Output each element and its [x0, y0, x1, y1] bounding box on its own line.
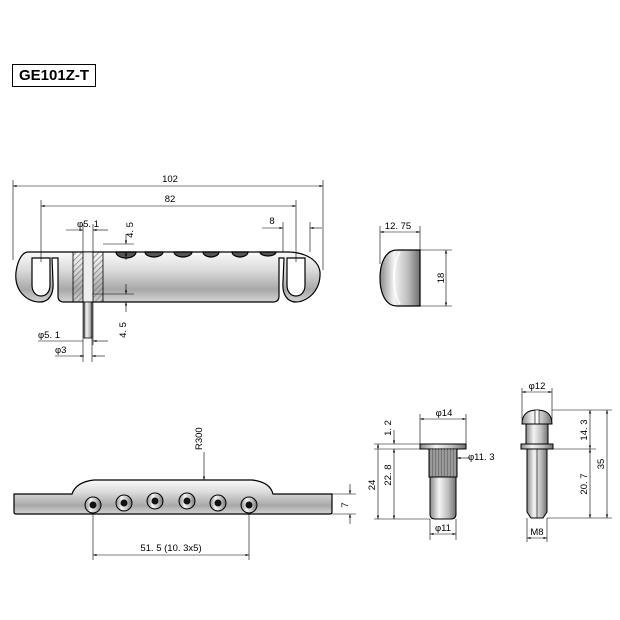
dim-anchor-heights: 1. 2 22. 8 24 — [367, 420, 430, 520]
dim-text: 4. 5 — [118, 322, 129, 338]
stud-side-view — [520, 409, 554, 519]
dim-text: 18 — [436, 273, 447, 284]
dim-text: φ11 — [435, 523, 451, 534]
dim-text: 12. 75 — [385, 221, 411, 232]
dim-text: 51. 5 (10. 3x5) — [140, 543, 201, 554]
dim-text: 8 — [269, 216, 274, 227]
dim-bottom-hole-diameter: φ5. 1 — [38, 302, 108, 362]
dim-text: φ3 — [55, 345, 66, 356]
dim-text: 102 — [162, 174, 178, 185]
dim-stud-thread: M8 — [526, 518, 548, 542]
dim-text: 22. 8 — [383, 464, 394, 485]
dim-text: M8 — [530, 527, 543, 538]
tailpiece-front-view — [13, 479, 333, 515]
dim-text: 20. 7 — [579, 473, 590, 494]
dim-end-height: 18 — [420, 249, 452, 307]
dim-text: φ5. 1 — [77, 219, 99, 230]
dim-anchor-bottom-diameter: φ11 — [429, 519, 457, 540]
dim-text: 82 — [165, 194, 176, 205]
dim-top-depth: 4. 5 — [103, 222, 136, 260]
tailpiece-top-view — [15, 251, 321, 339]
dim-text: 24 — [367, 480, 378, 491]
dim-text: φ11. 3 — [468, 452, 495, 463]
dim-text: 14. 3 — [579, 419, 590, 440]
dim-radius: R300 — [194, 427, 206, 480]
dim-text: R300 — [194, 427, 205, 450]
dim-anchor-knurl-diameter: φ11. 3 — [457, 452, 495, 463]
dim-anchor-top-diameter: φ14 — [419, 408, 467, 444]
dim-text: φ14 — [436, 408, 453, 419]
dim-text: 35 — [596, 459, 607, 470]
dim-stud-spacing: 82 — [40, 194, 297, 262]
dim-string-spacing: 51. 5 (10. 3x5) — [92, 514, 250, 560]
dim-text: φ5. 1 — [38, 330, 60, 341]
dim-stud-head-diameter: φ12 — [521, 381, 553, 420]
tailpiece-end-view — [379, 249, 421, 307]
dim-small-diameter: φ3 — [55, 338, 105, 362]
dim-side-width: 8 — [262, 216, 322, 252]
dim-bottom-depth: 4. 5 — [92, 284, 134, 338]
dim-overall-length: 102 — [12, 174, 324, 270]
dim-end-width: 12. 75 — [379, 221, 421, 264]
dim-stud-heights: 14. 3 20. 7 35 — [547, 409, 612, 519]
dim-top-hole-diameter: φ5. 1 — [66, 219, 108, 252]
model-title: GE101Z-T — [12, 64, 97, 87]
dim-text: φ12 — [529, 381, 546, 392]
dim-text: 7 — [340, 502, 351, 507]
dim-bar-height: 7 — [332, 484, 356, 524]
dim-text: 1. 2 — [383, 420, 394, 436]
anchor-side-view — [419, 443, 467, 520]
dim-text: 4. 5 — [125, 222, 136, 238]
